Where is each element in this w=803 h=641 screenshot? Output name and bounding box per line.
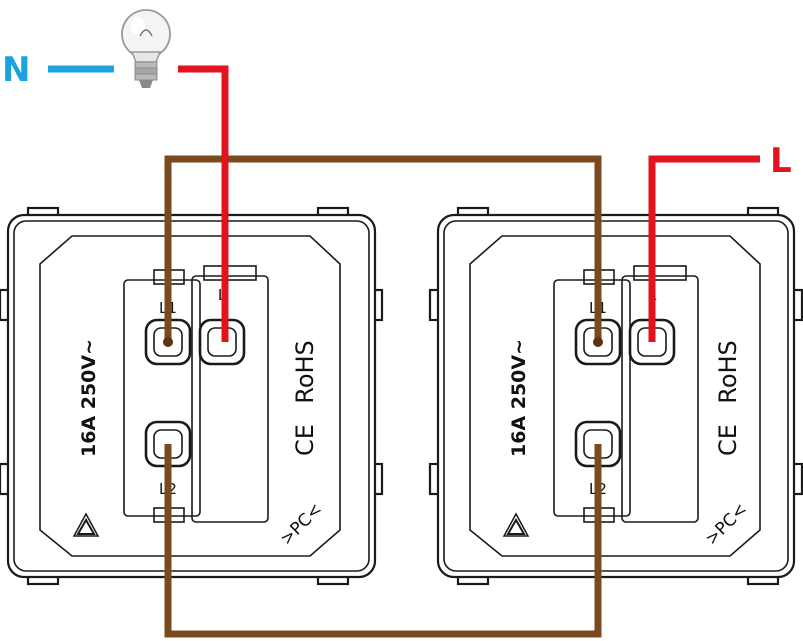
rating-label: 16A 250V~ <box>78 339 100 457</box>
traveler-wire-lower <box>164 444 602 638</box>
light-bulb-icon <box>121 9 171 88</box>
neutral-label: N <box>2 50 30 90</box>
live-wire-input <box>648 155 760 342</box>
live-wire-lamp <box>178 65 229 342</box>
ce-mark: CE <box>291 424 319 456</box>
wire-end <box>163 337 173 347</box>
wire-end <box>593 337 603 347</box>
recycle-icon <box>72 512 100 537</box>
switch-plate <box>39 235 341 557</box>
rohs-mark: RoHS <box>714 340 742 404</box>
traveler-wire-upper <box>164 155 602 342</box>
switch-plate <box>469 235 761 557</box>
switch-1: L1 L L2 16A 250V~ CE RoHS >PC< <box>0 206 384 586</box>
recycle-icon <box>502 512 530 537</box>
switch-frame <box>436 213 796 579</box>
ce-mark: CE <box>714 424 742 456</box>
live-label: L <box>770 141 792 181</box>
terminal-block-l1-l2 <box>123 279 201 517</box>
terminal-block-l <box>621 275 699 523</box>
terminal-block-l <box>191 275 269 523</box>
rohs-mark: RoHS <box>291 340 319 404</box>
switch-2: L1 L L2 16A 250V~ CE RoHS >PC< <box>428 206 803 586</box>
rating-label: 16A 250V~ <box>508 339 530 457</box>
terminal-block-l1-l2 <box>553 279 631 517</box>
